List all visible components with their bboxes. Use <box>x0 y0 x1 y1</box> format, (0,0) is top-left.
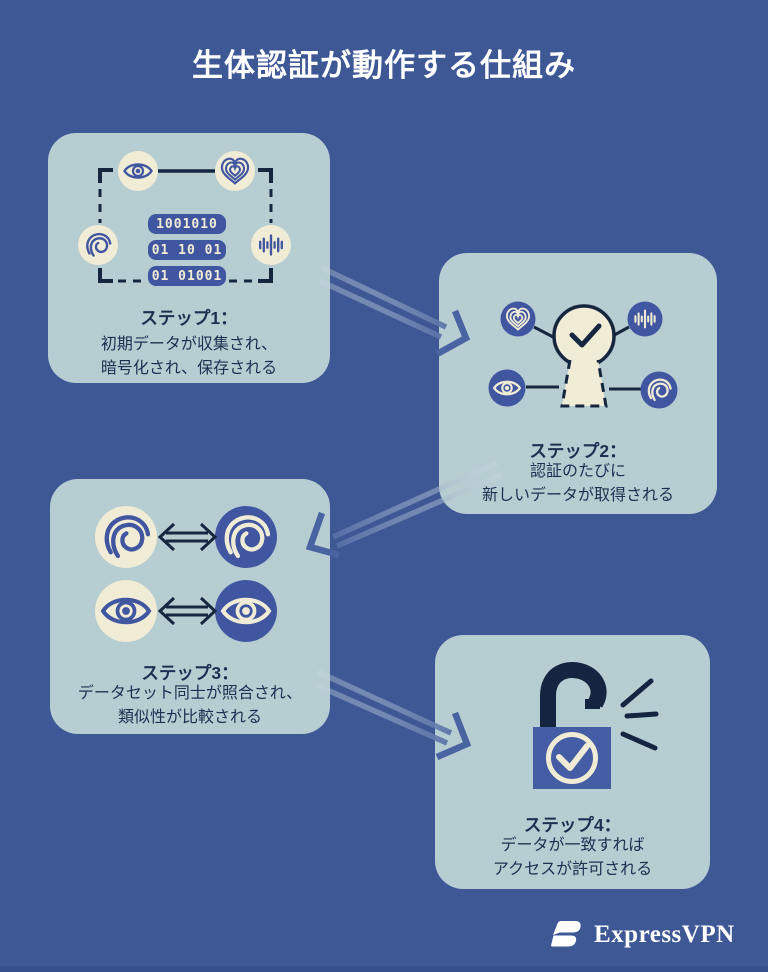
step2-card: ステップ2： 認証のたびに 新しいデータが取得される <box>439 253 717 514</box>
step2-line1: 認証のたびに <box>529 463 626 480</box>
brand-wordmark: ExpressVPN <box>594 921 735 948</box>
step4-description: データが一致すれば アクセスが許可される <box>435 834 710 881</box>
step1-card: 1001010 01 10 01 01 01001 ステップ1： 初期データが収… <box>48 133 330 383</box>
fingerprint-badge <box>78 225 118 265</box>
step3-description: データセット同士が照合され、 類似性が比較される <box>50 682 330 729</box>
voiceprint-icon <box>634 309 656 329</box>
step3-line1: データセット同士が照合され、 <box>77 685 303 702</box>
step4-card: ステップ4： データが一致すれば アクセスが許可される <box>435 635 710 889</box>
voiceprint-icon <box>259 234 283 256</box>
keyhole-person-icon <box>552 304 616 408</box>
binary-pill: 01 10 01 <box>148 240 226 260</box>
step1-line1: 初期データが収集され、 <box>100 336 278 353</box>
footer-brand: ExpressVPN <box>544 916 735 954</box>
step3-label: ステップ3： <box>141 663 239 683</box>
checkmark-icon <box>556 743 590 771</box>
open-padlock-icon <box>533 662 611 789</box>
compare-arrows-icon <box>157 522 218 552</box>
fingerprint-badge <box>640 371 678 409</box>
step3-art <box>95 506 277 642</box>
step2-label: ステップ2： <box>529 441 627 461</box>
capture-frame-icon <box>98 168 273 283</box>
step3-line2: 類似性が比較される <box>117 708 262 726</box>
step4-line1: データが一致すれば <box>500 837 645 854</box>
binary-pill: 01 01001 <box>148 266 226 286</box>
page-title: 生体認証が動作する仕組み <box>192 48 576 83</box>
step4-label: ステップ4： <box>523 815 622 835</box>
step2-description: 認証のたびに 新しいデータが取得される <box>439 460 717 507</box>
checkmark-icon <box>569 323 602 348</box>
step3-card: ステップ3： データセット同士が照合され、 類似性が比較される <box>50 479 330 734</box>
step1-label: ステップ1： <box>140 308 238 328</box>
bottom-strip <box>0 966 768 972</box>
step2-art <box>488 301 678 409</box>
expressvpn-logo <box>550 921 581 947</box>
binary-pill: 1001010 <box>148 214 226 234</box>
step1-line2: 暗号化され、保存される <box>100 359 278 377</box>
step2-line2: 新しいデータが取得される <box>481 486 674 504</box>
step1-art <box>78 151 291 283</box>
burst-lines-icon <box>620 678 659 751</box>
step4-line2: アクセスが許可される <box>492 860 653 878</box>
step1-description: 初期データが収集され、 暗号化され、保存される <box>48 333 330 380</box>
step4-art <box>533 662 659 789</box>
compare-arrows-icon <box>157 596 218 626</box>
